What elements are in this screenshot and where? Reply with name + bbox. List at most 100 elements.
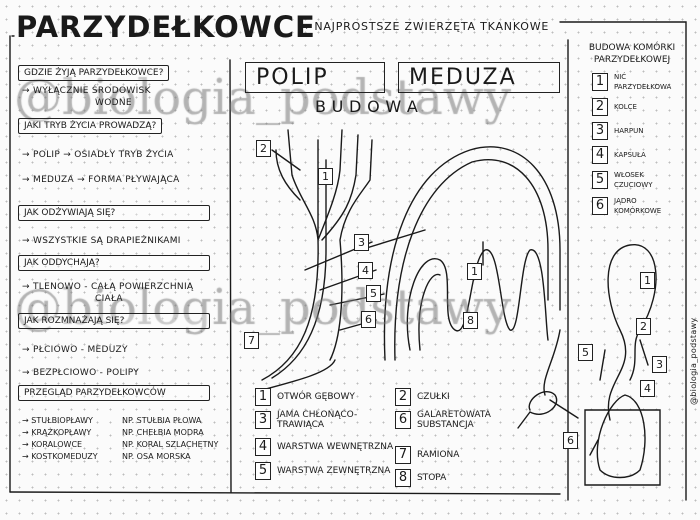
legend-number: 2 [592,98,608,116]
legend-number: 6 [592,197,608,215]
cell-legend-item: 5 WŁOSEK CZUCIOWY [592,170,664,190]
cnidocyte-title: BUDOWA KOMÓRKI PARZYDEŁKOWEJ [588,43,676,65]
answer-asexual: → BEZPŁCIOWO - POLIPY [22,368,140,378]
diagram-mark: 5 [366,285,381,302]
cell-legend-item: 3 HARPUN [592,122,644,140]
cnidocyte-sac [596,394,646,479]
answer-polyp: → POLIP → OSIADŁY TRYB ŻYCIA [22,150,174,160]
legend-item: 7 RAMIONA [395,446,459,464]
legend-label: WARSTWA WEWNĘTRZNA [277,442,394,452]
review-example: NP. STUŁBIA PŁOWA [122,416,202,425]
legend-number: 7 [395,446,411,464]
legend-label: WARSTWA ZEWNĘTRZNA [277,466,391,476]
review-row: → STUŁBIOPŁAWY NP. STUŁBIA PŁOWA [22,415,218,427]
question-habitat: GDZIE ŻYJĄ PARZYDEŁKOWCE? [18,65,170,81]
structure-heading: B U D O W A [315,97,419,116]
diagram-mark: 8 [463,312,478,329]
answer-breathing-cont: CIAŁA [95,294,123,304]
legend-item: 2 CZUŁKI [395,388,450,406]
bottom-rule [9,491,561,495]
legend-number: 3 [592,122,608,140]
cell-legend-item: 2 KOLCE [592,98,637,116]
legend-label: CZUŁKI [417,392,450,402]
legend-number: 5 [255,462,271,480]
review-row: → KORALOWCE NP. KORAL SZLACHETNY [22,439,218,451]
legend-number: 5 [592,171,608,189]
legend-number: 8 [395,469,411,487]
diagram-mark: 6 [361,311,376,328]
review-group: → KRĄŻKOPŁAWY [22,428,92,437]
cell-mark: 6 [563,432,578,449]
diagram-mark: 3 [354,234,369,251]
question-review: PRZEGLĄD PARZYDEŁKOWCÓW [18,385,210,401]
legend-label: KAPSUŁA [614,151,646,159]
polyp-heading: POLIP [245,62,385,93]
legend-item: 8 STOPA [395,469,446,487]
review-group: → STUŁBIOPŁAWY [22,416,93,425]
medusa-tentacle [517,329,561,429]
diagram-mark: 2 [256,140,271,157]
legend-item: 4 WARSTWA WEWNĘTRZNA [255,438,393,456]
legend-number: 1 [592,73,608,91]
question-lifestyle: JAKI TRYB ŻYCIA PROWADZĄ? [18,118,163,134]
review-group: → KORALOWCE [22,440,83,449]
answer-habitat: → WYŁĄCZNIE ŚRODOWISK [22,86,151,96]
legend-item: 5 WARSTWA ZEWNĘTRZNA [255,462,390,480]
left-column-border [9,35,15,493]
legend-item: 6 GALARETOWATA SUBSTANCJA [395,410,517,430]
left-column-divider [229,59,232,493]
cnidocyte-capsule [584,409,661,486]
legend-label: JAMA CHŁONĄCO-TRAWIĄCA [277,410,358,430]
cell-legend-item: 1 NIĆ PARZYDEŁKOWA [592,72,674,92]
cell-mark: 2 [636,318,651,335]
legend-label: WŁOSEK CZUCIOWY [614,171,653,189]
review-row: → KRĄŻKOPŁAWY NP. CHEŁBIA MODRA [22,427,218,439]
answer-sexual: → PŁCIOWO - MEDUZY [22,345,128,355]
legend-number: 6 [395,411,411,429]
review-example: NP. KORAL SZLACHETNY [122,440,219,449]
polyp-outline [261,129,373,391]
cell-mark: 4 [640,380,655,397]
cell-legend-item: 4 KAPSUŁA [592,146,646,164]
legend-label: HARPUN [614,127,644,135]
answer-feeding: → WSZYSTKIE SĄ DRAPIEŻNIKAMI [22,236,181,246]
legend-label: STOPA [417,473,447,483]
question-feeding: JAK ODŻYWIAJĄ SIĘ? [18,205,210,221]
diagram-mark: 4 [358,262,373,279]
page-title: PARZYDEŁKOWCE [16,10,316,44]
legend-number: 2 [395,388,411,406]
legend-number: 4 [592,146,608,164]
cell-mark: 5 [578,344,593,361]
legend-label: JĄDRO KOMÓRKOWE [614,197,662,215]
legend-number: 1 [255,388,271,406]
page-subtitle: → NAJPROSTSZE ZWIERZĘTA TKANKOWE [300,20,550,33]
diagram-mark: 7 [244,332,259,349]
medusa-heading: MEDUZA [398,62,560,93]
legend-item: 3 JAMA CHŁONĄCO-TRAWIĄCA [255,410,372,430]
legend-label: OTWÓR GĘBOWY [277,392,355,402]
review-example: NP. CHEŁBIA MODRA [122,428,204,437]
legend-label: NIĆ PARZYDEŁKOWA [614,73,672,91]
header-rule [559,21,687,501]
answer-habitat-cont: WODNE [95,98,132,108]
diagram-mark: 1 [467,263,482,280]
legend-number: 3 [255,411,271,429]
diagram-mark: 1 [318,168,333,185]
legend-item: 1 OTWÓR GĘBOWY [255,388,355,406]
cell-legend-item: 6 JĄDRO KOMÓRKOWE [592,196,674,216]
cell-mark: 1 [640,272,655,289]
cell-mark: 3 [652,356,667,373]
review-row: → KOSTKOMEDUZY NP. OSA MORSKA [22,451,218,463]
legend-number: 4 [255,438,271,456]
answer-breathing: → TLENOWO - CAŁĄ POWIERZCHNIĄ [22,282,194,292]
answer-medusa: → MEDUZA → FORMA PŁYWAJĄCA [22,175,180,185]
review-example: NP. OSA MORSKA [122,452,191,461]
side-text: @biologia_podstawy [689,317,698,405]
question-breathing: JAK ODDYCHAJĄ? [18,255,210,271]
review-group: → KOSTKOMEDUZY [22,452,98,461]
question-reproduction: JAK ROZMNAŻAJĄ SIĘ? [18,313,210,329]
legend-label: GALARETOWATA SUBSTANCJA [417,410,491,430]
review-list: → STUŁBIOPŁAWY NP. STUŁBIA PŁOWA → KRĄŻKO… [22,415,218,463]
legend-label: KOLCE [614,103,637,111]
legend-label: RAMIONA [417,450,460,460]
